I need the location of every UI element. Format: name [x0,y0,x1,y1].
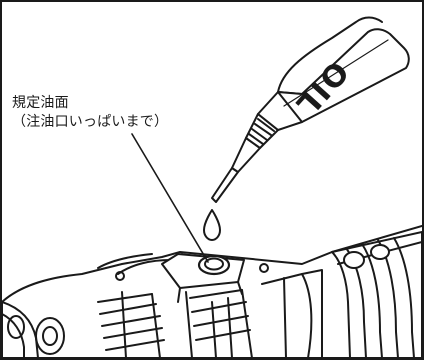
oil-fill-illustration: OIL [2,16,422,358]
oil-drop-icon [203,209,221,241]
oil-bottle-icon: OIL [211,16,410,203]
oil-level-callout: 規定油面 （注油口いっぱいまで） [12,94,168,132]
callout-leader-line [131,133,209,263]
filler-port-icon [197,254,231,276]
gear-case-icon [2,225,422,358]
callout-line-1: 規定油面 [12,95,69,111]
callout-line-2: （注油口いっぱいまで） [12,114,169,130]
